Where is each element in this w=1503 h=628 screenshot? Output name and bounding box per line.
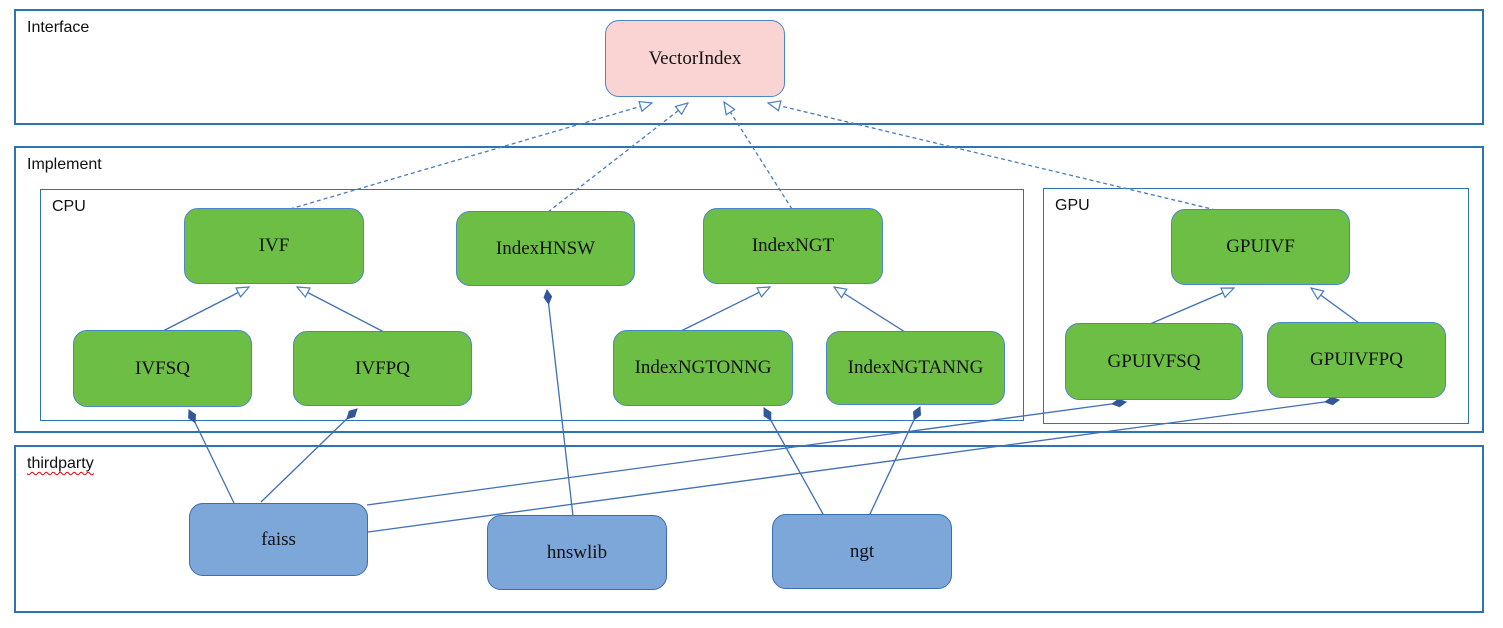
- node-faiss[interactable]: faiss: [189, 503, 368, 576]
- node-vectorindex[interactable]: VectorIndex: [605, 20, 785, 97]
- node-vectorindex-label: VectorIndex: [648, 47, 742, 69]
- node-indexngt-label: IndexNGT: [751, 235, 835, 256]
- node-gpuivf[interactable]: GPUIVF: [1171, 209, 1350, 285]
- node-gpuivfpq-label: GPUIVFPQ: [1310, 349, 1403, 370]
- node-hnswlib[interactable]: hnswlib: [487, 515, 667, 590]
- container-interface-label: Interface: [27, 19, 90, 36]
- node-gpuivfpq[interactable]: GPUIVFPQ: [1267, 322, 1446, 398]
- node-ngt-label: ngt: [849, 540, 875, 562]
- node-indexhnsw-label: IndexHNSW: [495, 237, 596, 259]
- node-ngt[interactable]: ngt: [772, 514, 952, 589]
- node-faiss-label: faiss: [261, 528, 296, 550]
- node-ivfpq[interactable]: IVFPQ: [293, 331, 472, 406]
- node-ivfsq[interactable]: IVFSQ: [73, 330, 252, 407]
- node-indexngtanng[interactable]: IndexNGTANNG: [826, 331, 1005, 405]
- node-indexngtanng-label: IndexNGTANNG: [847, 357, 984, 378]
- container-cpu-label: CPU: [52, 198, 86, 215]
- container-gpu-label: GPU: [1055, 197, 1090, 214]
- node-gpuivfsq[interactable]: GPUIVFSQ: [1065, 323, 1243, 400]
- node-ivfsq-label: IVFSQ: [135, 357, 190, 379]
- node-hnswlib-label: hnswlib: [546, 541, 608, 563]
- node-indexngtonng[interactable]: IndexNGTONNG: [613, 330, 793, 406]
- container-implement-label: Implement: [27, 156, 102, 173]
- node-indexngtonng-label: IndexNGTONNG: [634, 357, 772, 378]
- node-ivf-label: IVF: [258, 235, 290, 256]
- node-ivf[interactable]: IVF: [184, 208, 364, 284]
- node-ivfpq-label: IVFPQ: [355, 357, 410, 379]
- node-gpuivf-label: GPUIVF: [1226, 236, 1295, 257]
- node-indexhnsw[interactable]: IndexHNSW: [456, 211, 635, 286]
- container-thirdparty-label: thirdparty: [27, 455, 94, 472]
- node-gpuivfsq-label: GPUIVFSQ: [1107, 350, 1201, 372]
- node-indexngt[interactable]: IndexNGT: [703, 208, 883, 284]
